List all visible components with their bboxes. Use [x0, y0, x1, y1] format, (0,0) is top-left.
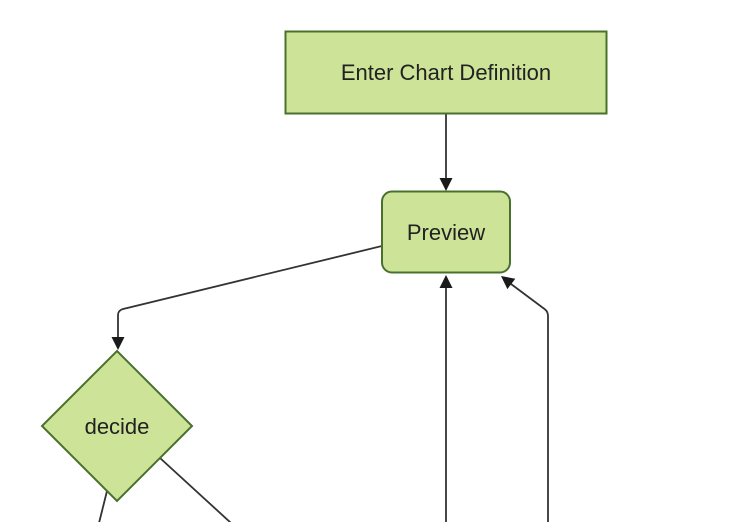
node-decide: decide	[40, 349, 194, 503]
edge-offscreen-to-preview-right	[501, 276, 549, 522]
node-preview: Preview	[381, 190, 511, 274]
edge-offscreen-to-preview-center	[439, 275, 453, 522]
arrowhead-up-left-icon	[501, 276, 516, 290]
arrowhead-down-icon	[111, 337, 125, 350]
node-label: Enter Chart Definition	[341, 60, 551, 85]
edge-preview-to-decide	[111, 245, 383, 350]
edge-line	[510, 283, 549, 522]
edge-enter-chart-definition-to-preview	[439, 114, 453, 191]
node-label: Preview	[407, 220, 485, 245]
arrowhead-down-icon	[439, 178, 453, 191]
node-label: decide	[85, 414, 150, 439]
node-diamond	[40, 349, 194, 503]
edge-decide-to-offscreen-right	[159, 457, 232, 522]
edge-line	[159, 457, 232, 522]
node-rounded-rectangle	[381, 190, 511, 274]
edge-line	[98, 490, 108, 522]
arrowhead-up-icon	[439, 275, 453, 288]
node-enter-chart-definition: Enter Chart Definition	[284, 30, 608, 115]
edge-line	[117, 245, 383, 338]
node-rectangle	[284, 30, 608, 115]
edge-decide-to-offscreen-left	[98, 490, 108, 522]
